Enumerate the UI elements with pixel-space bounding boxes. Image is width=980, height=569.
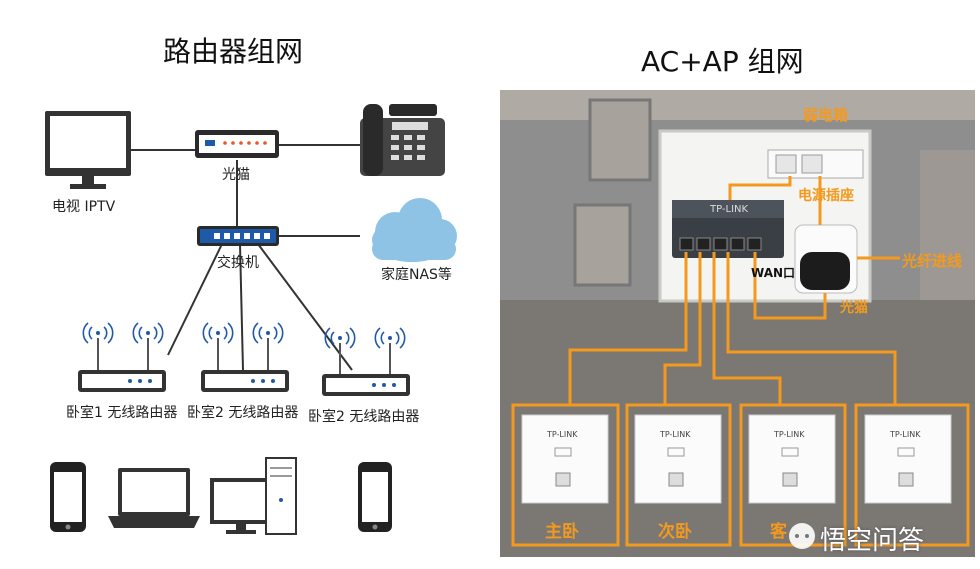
switch-icon xyxy=(197,226,279,246)
wifi-icon xyxy=(82,322,114,344)
laptop-icon xyxy=(108,468,200,528)
cloud-icon xyxy=(372,198,457,262)
router-label-1: 卧室1 无线路由器 xyxy=(66,405,178,421)
fiber-label: 光纤进线 xyxy=(902,252,963,270)
right-title: AC+AP 组网 xyxy=(641,45,804,78)
telephone-icon xyxy=(360,104,445,176)
nas-label: 家庭NAS等 xyxy=(381,267,452,283)
line-switch-router3 xyxy=(257,243,353,371)
ap-brand-3: TP-LINK xyxy=(774,430,805,439)
connection-lines xyxy=(130,144,360,371)
smartphone-icon xyxy=(358,462,392,532)
line-switch-router1 xyxy=(167,243,223,356)
ap-panel-icon xyxy=(521,414,609,504)
ap-panel-icon xyxy=(864,414,952,504)
modem-label: 光猫 xyxy=(222,167,250,183)
modem-icon xyxy=(195,130,279,158)
router-3-icon xyxy=(322,343,410,396)
left-title: 路由器组网 xyxy=(163,35,304,68)
ap-brand-2: TP-LINK xyxy=(660,430,691,439)
wifi-icon xyxy=(202,322,234,344)
wifi-icons xyxy=(82,322,406,349)
room-label-living: 客 xyxy=(770,522,787,542)
power-socket-label: 电源插座 xyxy=(798,188,854,204)
ap-panel-icon xyxy=(634,414,722,504)
tv-monitor-icon xyxy=(45,111,131,189)
modem-label-right: 光猫 xyxy=(840,300,868,316)
tv-label: 电视 IPTV xyxy=(52,199,116,215)
room-label-master: 主卧 xyxy=(545,522,579,542)
weak-box-label: 弱电箱 xyxy=(803,106,849,124)
router-label-3: 卧室2 无线路由器 xyxy=(308,409,420,425)
router-1-icon xyxy=(78,338,166,392)
wifi-icon xyxy=(252,322,284,344)
smartphone-icon xyxy=(50,462,86,532)
switch-label: 交换机 xyxy=(217,255,259,271)
desktop-computer-icon xyxy=(210,457,297,535)
wifi-icon xyxy=(374,327,406,349)
wifi-icon xyxy=(324,327,356,349)
ap-brand-4: TP-LINK xyxy=(890,430,921,439)
ap-panel-icon xyxy=(748,414,836,504)
router-label-2: 卧室2 无线路由器 xyxy=(187,405,299,421)
watermark: 悟空问答 xyxy=(820,526,925,556)
switch-brand: TP-LINK xyxy=(710,204,749,215)
wifi-icon xyxy=(132,322,164,344)
line-switch-router2 xyxy=(239,243,244,371)
room-label-second: 次卧 xyxy=(658,522,692,542)
chat-bubble-icon xyxy=(789,523,815,549)
wan-label: WAN口 xyxy=(751,266,796,280)
ap-brand-1: TP-LINK xyxy=(547,430,578,439)
router-2-icon xyxy=(201,338,289,392)
